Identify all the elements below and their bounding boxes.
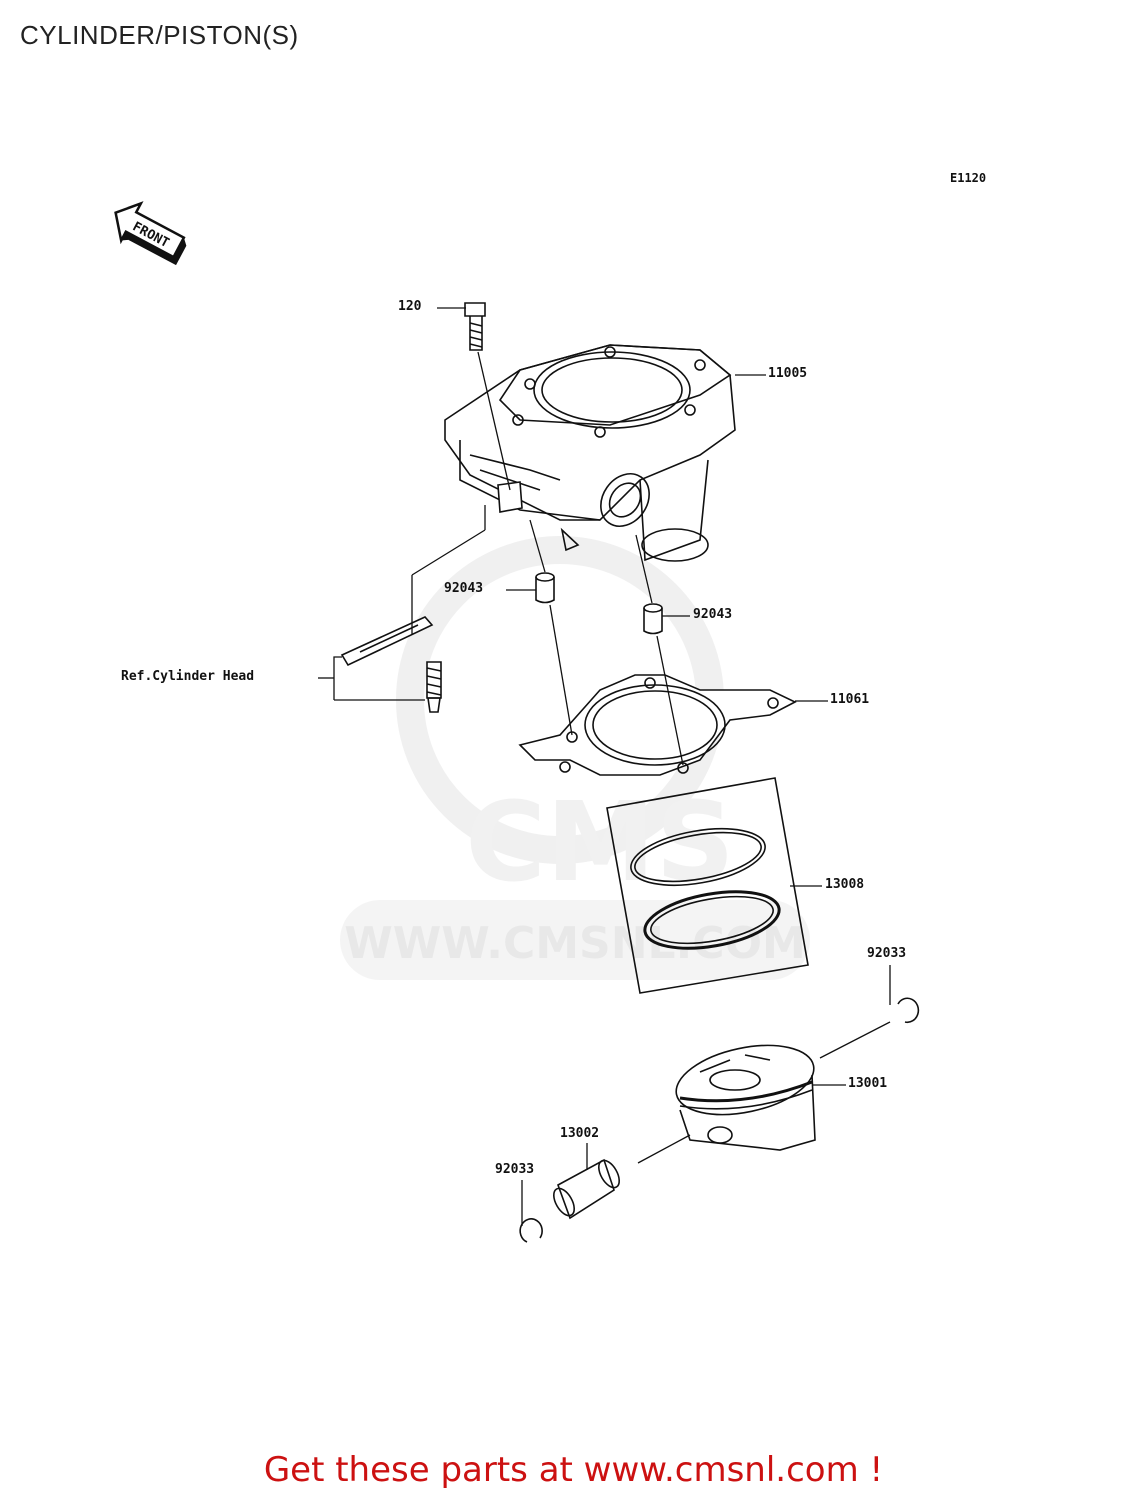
- callout-dowel-92043-right: 92043: [693, 607, 733, 622]
- dowel-92043-left-part: [535, 572, 555, 604]
- piston-pin-13002-part: [552, 1158, 621, 1220]
- callout-ref-cylinder-head: Ref.Cylinder Head: [121, 669, 255, 684]
- callout-piston-13001: 13001: [848, 1076, 888, 1091]
- dowel-92043-right-part: [643, 603, 663, 635]
- callout-bolt-120: 120: [398, 299, 422, 314]
- diagram-code: E1120: [950, 171, 987, 185]
- circlip-92033-upper-part: [897, 997, 920, 1024]
- piston-13001-part: [675, 1044, 816, 1151]
- ref-cylinder-head-bolt-part: [340, 616, 442, 713]
- circlip-92033-lower-part: [519, 1218, 543, 1243]
- front-arrow-icon: FRONT: [114, 201, 187, 266]
- footer-cta-link[interactable]: Get these parts at www.cmsnl.com !: [263, 1450, 884, 1490]
- callout-dowel-92043-left: 92043: [444, 581, 484, 596]
- watermark-logo: WWW.CMSNL.COM CMS: [340, 536, 810, 980]
- piston-ring-set-13008-part: [606, 777, 809, 994]
- callout-clip-92033-upper: 92033: [867, 946, 907, 961]
- bolt-120-part: [464, 302, 486, 351]
- callout-gasket-11061: 11061: [830, 692, 870, 707]
- callout-ring-set-13008: 13008: [825, 877, 865, 892]
- leader-lines: [318, 307, 891, 1226]
- callout-clip-92033-lower: 92033: [495, 1162, 535, 1177]
- callout-cylinder-11005: 11005: [768, 366, 808, 381]
- cylinder-11005-part: [444, 344, 736, 562]
- gasket-11061-part: [518, 674, 797, 776]
- page-title: CYLINDER/PISTON(S): [20, 20, 299, 50]
- watermark-text: WWW.CMSNL.COM: [344, 918, 806, 969]
- callout-pin-13002: 13002: [560, 1126, 600, 1141]
- svg-text:CMS: CMS: [465, 778, 734, 906]
